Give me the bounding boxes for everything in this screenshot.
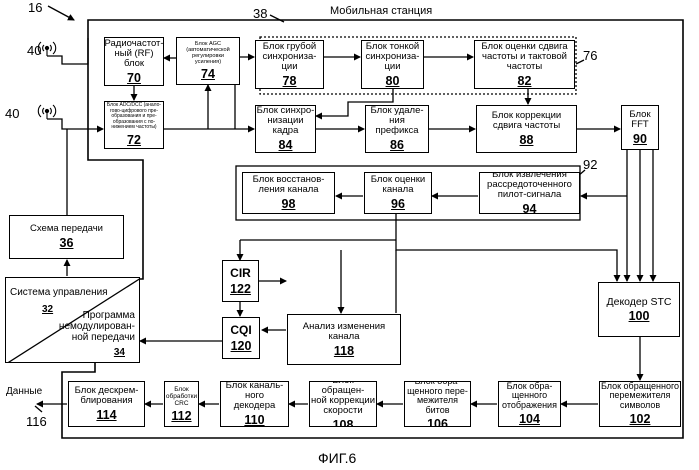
channel-variation-label: Анализ изменения канала	[303, 322, 385, 342]
channel-estimate-block: Блок оценки канала 96	[364, 172, 432, 214]
channel-variation-num: 118	[334, 344, 354, 358]
cqi-num: 120	[231, 339, 252, 353]
ref-38: 38	[253, 6, 267, 21]
frame-sync-label: Блок синхро- низации кадра	[257, 106, 315, 136]
control-system-label: Система управления	[10, 287, 108, 298]
cir-num: 122	[230, 282, 251, 296]
ref-40-top: 40	[27, 43, 41, 58]
freq-correction-num: 88	[520, 133, 534, 147]
agc-block: Блок AGC (автоматической регулировки уси…	[176, 37, 240, 85]
channel-decoder-label: Блок каналь- ного декодера	[226, 381, 284, 411]
freq-offset-est-num: 82	[518, 74, 532, 88]
fine-sync-block: Блок тонкой синхрониза- ции 80	[361, 40, 424, 89]
agc-block-label: Блок AGC (автоматической регулировки уси…	[186, 41, 230, 65]
symbol-deinterleaver-num: 102	[630, 412, 651, 426]
stc-decoder-block: Декодер STC 100	[598, 282, 680, 337]
channel-variation-block: Анализ изменения канала 118	[287, 314, 401, 365]
ref-16: 16	[28, 0, 42, 15]
prefix-removal-num: 86	[390, 138, 404, 152]
cqi-label: CQI	[230, 324, 251, 337]
antenna-icon-bottom	[38, 105, 55, 119]
descrambler-label: Блок дескрем- блирования	[75, 386, 139, 406]
coarse-sync-label: Блок грубой синхрониза- ции	[263, 42, 317, 72]
pilot-extract-num: 94	[523, 202, 537, 214]
demapper-block: Блок обра- щенного отображения 104	[498, 381, 561, 427]
cir-block: CIR 122	[222, 260, 259, 302]
descrambler-block: Блок дескрем- блирования 114	[68, 381, 145, 427]
tx-circuit-num: 36	[60, 236, 74, 250]
demapper-label: Блок обра- щенного отображения	[502, 382, 557, 411]
fft-block: Блок FFT 90	[621, 105, 659, 150]
cir-label: CIR	[230, 267, 251, 280]
fine-sync-label: Блок тонкой синхрониза- ции	[366, 42, 420, 72]
coarse-sync-num: 78	[283, 74, 297, 88]
adc-block-num: 72	[127, 133, 141, 147]
channel-decoder-block: Блок каналь- ного декодера 110	[220, 381, 289, 427]
program-label: Программа немодулирован- ной передачи	[59, 310, 135, 343]
agc-block-num: 74	[201, 67, 215, 81]
rf-block-num: 70	[127, 71, 141, 85]
freq-correction-label: Блок коррекции сдвига частоты	[492, 111, 561, 131]
tx-circuit-block: Схема передачи 36	[9, 215, 124, 259]
fft-block-label: Блок FFT	[629, 110, 650, 130]
freq-offset-est-label: Блок оценки сдвига частоты и тактовой ча…	[481, 42, 567, 72]
rf-block: Радиочастот- ный (RF) блок 70	[104, 37, 164, 86]
channel-estimate-label: Блок оценки канала	[371, 175, 425, 195]
rate-correction-block: Блок обращен- ной коррекции скорости 108	[309, 381, 377, 427]
channel-restore-label: Блок восстанов- ления канала	[253, 175, 325, 195]
crc-label: Блок обработки CRC	[165, 386, 198, 407]
prefix-removal-label: Блок удале- ния префикса	[370, 106, 423, 136]
frame-sync-block: Блок синхро- низации кадра 84	[255, 105, 316, 153]
adc-block: Блок ADC/DCC (анало- гово-цифрового пре-…	[104, 101, 164, 149]
freq-offset-est-block: Блок оценки сдвига частоты и тактовой ча…	[474, 40, 575, 89]
channel-restore-num: 98	[282, 197, 296, 211]
rf-block-label: Радиочастот- ный (RF) блок	[104, 39, 163, 69]
pilot-extract-block: Блок извлечения рассредоточенного пилот-…	[479, 172, 580, 214]
coarse-sync-block: Блок грубой синхрониза- ции 78	[255, 40, 324, 89]
control-system-num: 32	[42, 303, 53, 317]
pilot-extract-label: Блок извлечения рассредоточенного пилот-…	[487, 172, 572, 200]
ref-92: 92	[583, 157, 597, 172]
bit-deinterleaver-num: 106	[427, 417, 448, 427]
figure-caption: ФИГ.6	[318, 450, 356, 466]
data-output-label: Данные	[6, 386, 42, 397]
cqi-block: CQI 120	[222, 317, 260, 359]
ref-116: 116	[26, 414, 47, 429]
station-title: Мобильная станция	[330, 5, 432, 17]
stc-decoder-num: 100	[629, 309, 650, 323]
frame-sync-num: 84	[279, 138, 293, 152]
demapper-num: 104	[519, 412, 540, 426]
channel-estimate-num: 96	[391, 197, 405, 211]
fft-block-num: 90	[633, 132, 647, 146]
crc-block: Блок обработки CRC 112	[164, 381, 199, 427]
freq-correction-block: Блок коррекции сдвига частоты 88	[476, 105, 577, 153]
fine-sync-num: 80	[386, 74, 400, 88]
adc-block-label: Блок ADC/DCC (анало- гово-цифрового пре-…	[107, 103, 161, 131]
crc-num: 112	[171, 409, 191, 423]
program-num: 34	[114, 346, 125, 360]
channel-decoder-num: 110	[244, 413, 264, 427]
bit-deinterleaver-block: Блок обра- щенного пере- межителя битов …	[404, 381, 471, 427]
rate-correction-label: Блок обращен- ной коррекции скорости	[310, 381, 376, 416]
ref-40-bottom: 40	[5, 106, 19, 121]
control-system-block: Система управления 32 Программа немодули…	[5, 277, 140, 363]
tx-circuit-label: Схема передачи	[30, 224, 103, 234]
bit-deinterleaver-label: Блок обра- щенного пере- межителя битов	[407, 381, 468, 415]
symbol-deinterleaver-label: Блок обращенного перемежителя символов	[601, 382, 679, 411]
channel-restore-block: Блок восстанов- ления канала 98	[242, 172, 335, 214]
rate-correction-num: 108	[333, 418, 354, 427]
symbol-deinterleaver-block: Блок обращенного перемежителя символов 1…	[599, 381, 681, 427]
prefix-removal-block: Блок удале- ния префикса 86	[365, 105, 429, 153]
stc-decoder-label: Декодер STC	[607, 297, 672, 307]
ref-76: 76	[583, 48, 597, 63]
descrambler-num: 114	[96, 408, 116, 422]
